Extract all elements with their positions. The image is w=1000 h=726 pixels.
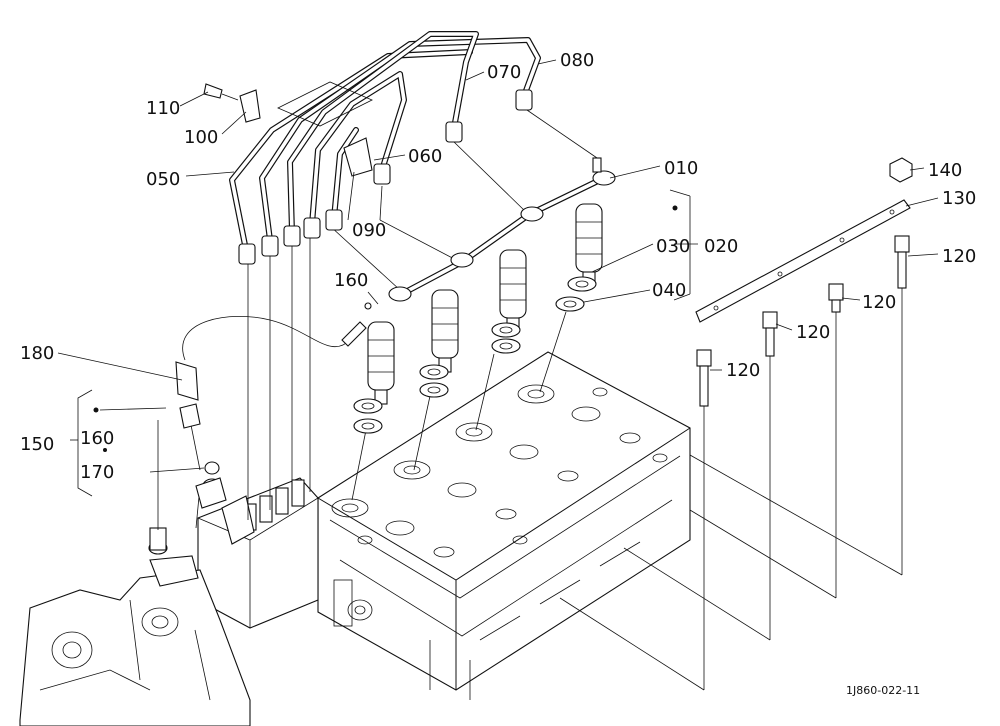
- bracket-150: [77, 389, 93, 497]
- glow-plug-lead: [695, 157, 913, 323]
- callout-120-a: 120: [942, 246, 976, 267]
- callout-100: 100: [184, 127, 218, 148]
- callout-040: 040: [652, 280, 686, 301]
- callout-120-b: 120: [862, 292, 896, 313]
- callout-120-c: 120: [796, 322, 830, 343]
- gear-case: [19, 527, 251, 726]
- callout-120-d: 120: [726, 360, 760, 381]
- reference-dots: [93, 205, 678, 509]
- pipe-nuts: [238, 89, 533, 265]
- pipe-clamps: [203, 81, 373, 177]
- injection-pump: [197, 477, 319, 629]
- callout-160-a: 160: [334, 270, 368, 291]
- explode-lines: [157, 107, 903, 691]
- nozzle-gaskets: [353, 276, 597, 434]
- callout-110: 110: [146, 98, 180, 119]
- callout-180: 180: [20, 343, 54, 364]
- glow-plugs: [696, 235, 910, 407]
- callout-070: 070: [487, 62, 521, 83]
- document-id: 1J860-022-11: [846, 684, 920, 697]
- callout-030: 030: [656, 236, 690, 257]
- leak-off-pipe: [341, 157, 616, 347]
- callout-leaders: [57, 59, 939, 473]
- callout-140: 140: [928, 160, 962, 181]
- injection-pipes: [229, 31, 541, 253]
- callout-labels: 110 100 050 060 070 080 090 010 030 020 …: [20, 50, 976, 483]
- callout-160-b: 160: [80, 428, 114, 449]
- callout-090: 090: [352, 220, 386, 241]
- callout-060: 060: [408, 146, 442, 167]
- callout-050: 050: [146, 169, 180, 190]
- callout-150: 150: [20, 434, 54, 455]
- callout-010: 010: [664, 158, 698, 179]
- callout-130: 130: [942, 188, 976, 209]
- cylinder-head: [317, 351, 691, 700]
- callout-170: 170: [80, 462, 114, 483]
- injector-nozzles: [367, 203, 603, 405]
- callout-020: 020: [704, 236, 738, 257]
- callout-080: 080: [560, 50, 594, 71]
